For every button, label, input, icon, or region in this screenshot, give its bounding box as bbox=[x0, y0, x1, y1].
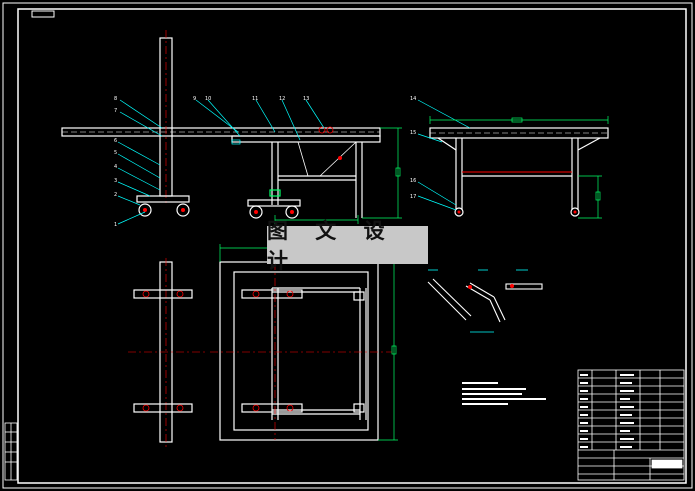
front-leaders bbox=[117, 99, 325, 225]
side-view bbox=[429, 127, 609, 217]
front-callout-text: 8 7 6 5 4 3 2 1 9 10 11 12 13 bbox=[114, 96, 309, 228]
callout-9: 9 bbox=[193, 96, 196, 102]
side-leaders bbox=[417, 99, 471, 211]
callout-3: 3 bbox=[114, 178, 117, 184]
front-dimensions bbox=[274, 127, 402, 224]
detail-parts bbox=[427, 278, 543, 323]
title-block bbox=[577, 369, 685, 481]
callout-17: 17 bbox=[410, 194, 416, 200]
callout-16: 16 bbox=[410, 178, 416, 184]
front-view bbox=[61, 30, 381, 219]
plan-view bbox=[210, 261, 392, 441]
title-block-fill bbox=[580, 374, 634, 448]
detail-dimensions bbox=[428, 269, 528, 333]
inner-border bbox=[17, 8, 687, 484]
callout-15: 15 bbox=[410, 130, 416, 136]
callout-11: 11 bbox=[252, 96, 258, 102]
callout-12: 12 bbox=[279, 96, 285, 102]
callout-10: 10 bbox=[205, 96, 211, 102]
callout-6: 6 bbox=[114, 138, 117, 144]
tech-notes bbox=[462, 382, 546, 405]
side-callout-text: 14 15 16 17 bbox=[410, 96, 416, 200]
callout-2: 2 bbox=[114, 192, 117, 198]
callout-1: 1 bbox=[114, 222, 117, 228]
watermark-label: 图 文 设 计 bbox=[267, 218, 428, 273]
corner-tag bbox=[31, 10, 55, 18]
left-edge-strip bbox=[4, 422, 18, 481]
callout-5: 5 bbox=[114, 150, 117, 156]
callout-4: 4 bbox=[114, 164, 117, 170]
callout-7: 7 bbox=[114, 108, 117, 114]
callout-14: 14 bbox=[410, 96, 416, 102]
top-view-column bbox=[128, 258, 206, 448]
callout-13: 13 bbox=[303, 96, 309, 102]
side-dimensions bbox=[429, 116, 609, 219]
callout-8: 8 bbox=[114, 96, 117, 102]
